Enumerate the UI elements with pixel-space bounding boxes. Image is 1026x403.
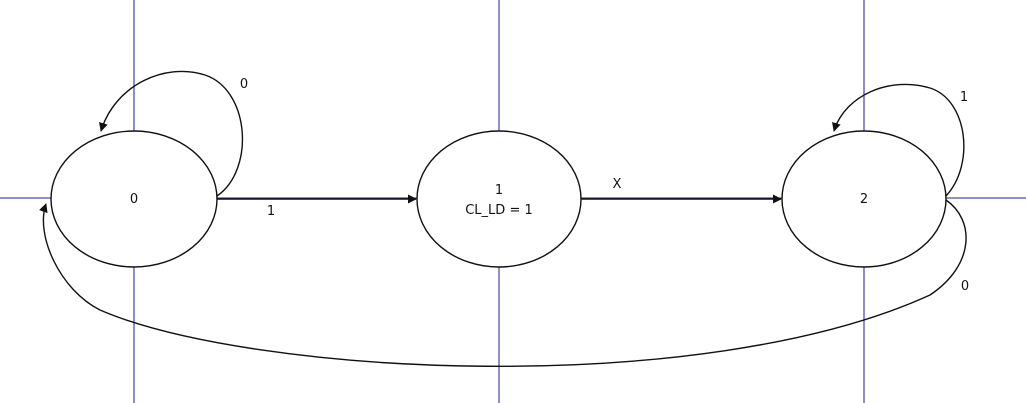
transition-0-to-0 [99,70,244,197]
state-1-output: CL_LD = 1 [465,203,533,218]
transitions [39,70,967,367]
state-0: 0 [50,130,218,268]
state-1-label: 1 [495,183,503,198]
transition-1-to-2-label: X [613,177,622,192]
transition-2-to-0 [39,199,967,367]
transition-2-to-0-label: 0 [961,279,969,294]
state-2-circle [781,130,947,268]
transition-0-to-1-label: 1 [267,204,275,219]
state-0-label: 0 [130,192,138,207]
state-2: 2 [781,130,947,268]
state-0-circle [50,130,218,268]
state-2-label: 2 [860,192,868,207]
state-1-circle [416,130,582,268]
transition-0-to-0-label: 0 [240,77,248,92]
transition-2-to-2-label: 1 [960,90,968,105]
transition-labels: 0 1 X 1 0 [240,77,969,294]
transition-2-to-2 [832,83,965,197]
state-1: 1 CL_LD = 1 [416,130,582,268]
states: 0 1 CL_LD = 1 2 [50,130,947,268]
